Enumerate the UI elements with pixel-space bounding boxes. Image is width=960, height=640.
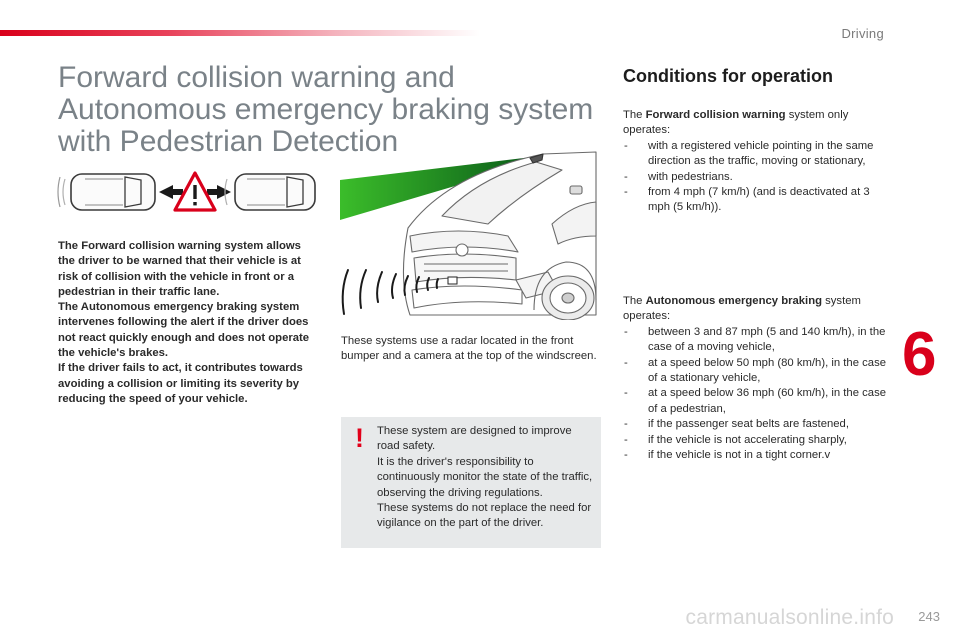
warning-text: These system are designed to improve roa… [377,424,597,532]
warning-line: These system are designed to improve roa… [377,425,572,453]
warning-line: It is the driver's responsibility to con… [377,455,593,499]
radar-waves-icon [341,269,439,315]
header-accent-bar [0,30,480,36]
safety-warning-box: ! These system are designed to improve r… [341,417,601,548]
fcw-system-name: Forward collision warning [645,109,786,121]
aeb-system-name: Autonomous emergency braking [645,295,822,307]
chapter-number: 6 [902,320,937,389]
front-vehicle-icon [224,173,316,211]
aeb-intro: The Autonomous emergency braking system … [623,295,861,323]
list-item: between 3 and 87 mph (5 and 140 km/h), i… [623,325,891,356]
radar-description: These systems use a radar located in the… [341,335,597,363]
radar-camera-illustration [340,151,597,320]
fcw-condition-list: with a registered vehicle pointing in th… [623,139,891,216]
aeb-condition-list: between 3 and 87 mph (5 and 140 km/h), i… [623,325,891,464]
radar-sensor-icon [447,276,458,285]
intro-paragraph: If the driver fails to act, it contribut… [58,362,303,405]
rear-vehicle-icon [57,173,156,211]
page-title: Forward collision warning and Autonomous… [58,61,594,158]
intro-text: The Forward collision warning system all… [58,239,320,407]
intro-paragraph: The Forward collision warning system all… [58,240,301,298]
fcw-conditions: The Forward collision warning system onl… [623,108,891,216]
exclamation-icon: ! [355,423,364,453]
list-item: from 4 mph (7 km/h) (and is deactivated … [623,185,891,216]
list-item: with a registered vehicle pointing in th… [623,139,891,170]
page-number: 243 [918,609,940,624]
list-item: at a speed below 36 mph (60 km/h), in th… [623,386,891,417]
list-item: if the passenger seat belts are fastened… [623,417,891,433]
warning-line: These systems do not replace the need fo… [377,502,592,530]
opposing-arrows-icon [159,185,231,199]
list-item: if the vehicle is not accelerating sharp… [623,433,891,449]
collision-warning-illustration [57,171,316,212]
intro-paragraph: The Autonomous emergency braking system … [58,301,310,360]
fcw-intro: The Forward collision warning system onl… [623,109,849,137]
watermark: carmanualsonline.info [685,606,894,629]
aeb-conditions: The Autonomous emergency braking system … [623,294,891,464]
list-item: with pedestrians. [623,170,891,186]
conditions-heading: Conditions for operation [623,66,833,86]
van-front-drawing [402,151,597,320]
warning-triangle-icon [173,171,217,212]
list-item: at a speed below 50 mph (80 km/h), in th… [623,356,891,387]
section-label: Driving [841,26,884,41]
list-item: if the vehicle is not in a tight corner.… [623,448,891,464]
